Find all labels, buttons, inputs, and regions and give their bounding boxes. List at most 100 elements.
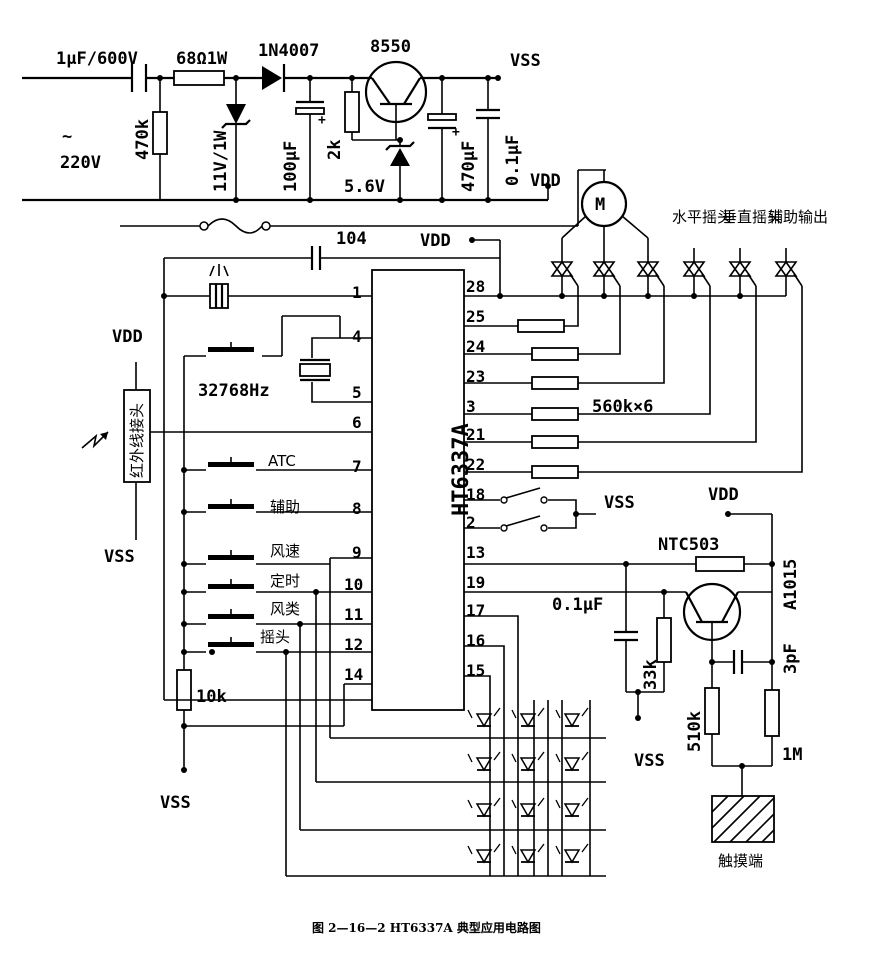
label-vss-sw: VSS — [604, 493, 635, 513]
label-c1: 1μF/600V — [56, 49, 138, 69]
motor-label: M — [595, 195, 605, 215]
triac-3 — [636, 260, 665, 296]
led-diodes — [467, 707, 589, 864]
led-icon — [467, 843, 501, 864]
left-wiring — [81, 237, 503, 700]
label-btn-mode: 风类 — [270, 600, 300, 618]
label-c01b: 0.1μF — [552, 595, 603, 615]
mode-button — [184, 609, 372, 830]
label-c470: 470μF — [459, 141, 479, 192]
pin-r-28: 28 — [466, 277, 485, 296]
push-buttons — [184, 457, 372, 876]
label-vdd-left: VDD — [112, 327, 143, 347]
pin-l-14: 14 — [344, 665, 363, 684]
label-touch: 触摸端 — [718, 852, 763, 870]
atc-button — [184, 457, 372, 471]
label-vdd-mid: VDD — [420, 231, 451, 251]
pin-r-25: 25 — [466, 307, 485, 326]
label-r1: 68Ω1W — [176, 49, 228, 69]
pin-r-24: 24 — [466, 337, 485, 356]
labels: 1μF/600V 68Ω1W 1N4007 8550 VSS 470k ~ 22… — [56, 37, 828, 935]
fan-motor: M — [561, 170, 649, 262]
led-icon — [209, 264, 229, 277]
label-btn-swing: 摇头 — [260, 628, 290, 646]
swing-button — [184, 637, 372, 876]
pin-r-2: 2 — [466, 513, 476, 532]
triac-1 — [550, 260, 579, 296]
led-matrix — [286, 615, 606, 877]
label-vss-ntc: VSS — [634, 751, 665, 771]
label-btn-speed: 风速 — [270, 542, 300, 560]
pin-numbers: 1 4 5 6 7 8 9 10 11 12 14 28 25 24 23 3 … — [344, 277, 485, 684]
label-c104: 104 — [336, 229, 367, 249]
label-vdd-right: VDD — [708, 485, 739, 505]
pin-r-22: 22 — [466, 455, 485, 474]
pin-r-17: 17 — [466, 601, 485, 620]
pin-r-13: 13 — [466, 543, 485, 562]
label-diode: 1N4007 — [258, 41, 319, 61]
label-r2k: 2k — [325, 140, 345, 160]
pin-r-15: 15 — [466, 661, 485, 680]
pin-l-8: 8 — [352, 499, 362, 518]
pin-l-11: 11 — [344, 605, 363, 624]
pin-r-3: 3 — [466, 397, 476, 416]
led-icon — [555, 751, 589, 772]
led-icon — [467, 797, 501, 818]
pin-l-6: 6 — [352, 413, 362, 432]
pin-r-18: 18 — [466, 485, 485, 504]
pin-l-1: 1 — [352, 283, 362, 302]
led-icon — [555, 797, 589, 818]
pin-r-19: 19 — [466, 573, 485, 592]
label-r10k: 10k — [196, 687, 227, 707]
label-c3p: 3pF — [781, 643, 801, 674]
speed-button — [184, 550, 372, 738]
label-aux-out: 辅助输出 — [768, 208, 828, 226]
pin-r-16: 16 — [466, 631, 485, 650]
right-switches — [464, 487, 596, 532]
ht6337a-chip: HT6337A — [371, 269, 474, 711]
svg-text:+: + — [452, 125, 460, 140]
label-btn-atc: ATC — [268, 452, 296, 470]
label-z56: 5.6V — [344, 177, 385, 197]
label-vdd-top: VDD — [530, 171, 561, 191]
label-r560: 560k×6 — [592, 397, 653, 417]
led-icon — [467, 707, 501, 728]
touch-pad-hatch — [711, 795, 775, 843]
pin-l-12: 12 — [344, 635, 363, 654]
svg-text:+: + — [318, 113, 326, 128]
label-c01: 0.1μF — [503, 135, 523, 186]
label-ir: 红外线接头 — [128, 403, 146, 478]
label-a1015: A1015 — [781, 559, 801, 610]
label-xtal: 32768Hz — [198, 381, 270, 401]
led-icon — [511, 751, 545, 772]
label-hswing: 水平摇头 — [672, 208, 732, 226]
pin-l-7: 7 — [352, 457, 362, 476]
aux-button — [184, 499, 372, 513]
led-icon — [511, 843, 545, 864]
pin-l-9: 9 — [352, 543, 362, 562]
label-btn-timer: 定时 — [270, 572, 300, 590]
triac-6 — [774, 248, 803, 296]
infrared-signal-icon — [81, 431, 109, 449]
pin-l-4: 4 — [352, 327, 362, 346]
label-r470k: 470k — [133, 119, 153, 160]
ground-left — [164, 652, 372, 773]
label-vswing: 垂直摇头 — [722, 208, 782, 226]
label-r1m: 1M — [782, 745, 802, 765]
label-vss-left: VSS — [104, 547, 135, 567]
pin-r-23: 23 — [466, 367, 485, 386]
triac-5 — [728, 248, 757, 296]
triac-4 — [682, 248, 711, 296]
gate-resistors — [464, 286, 803, 479]
triac-row — [464, 248, 803, 299]
label-vss-bot: VSS — [160, 793, 191, 813]
label-r510k: 510k — [685, 711, 705, 752]
label-ac: ~ — [62, 127, 72, 147]
label-mains: 220V — [60, 153, 101, 173]
led-icon — [467, 751, 501, 772]
led-icon — [511, 797, 545, 818]
label-r33k: 33k — [641, 659, 661, 690]
power-supply: + + — [22, 60, 606, 234]
